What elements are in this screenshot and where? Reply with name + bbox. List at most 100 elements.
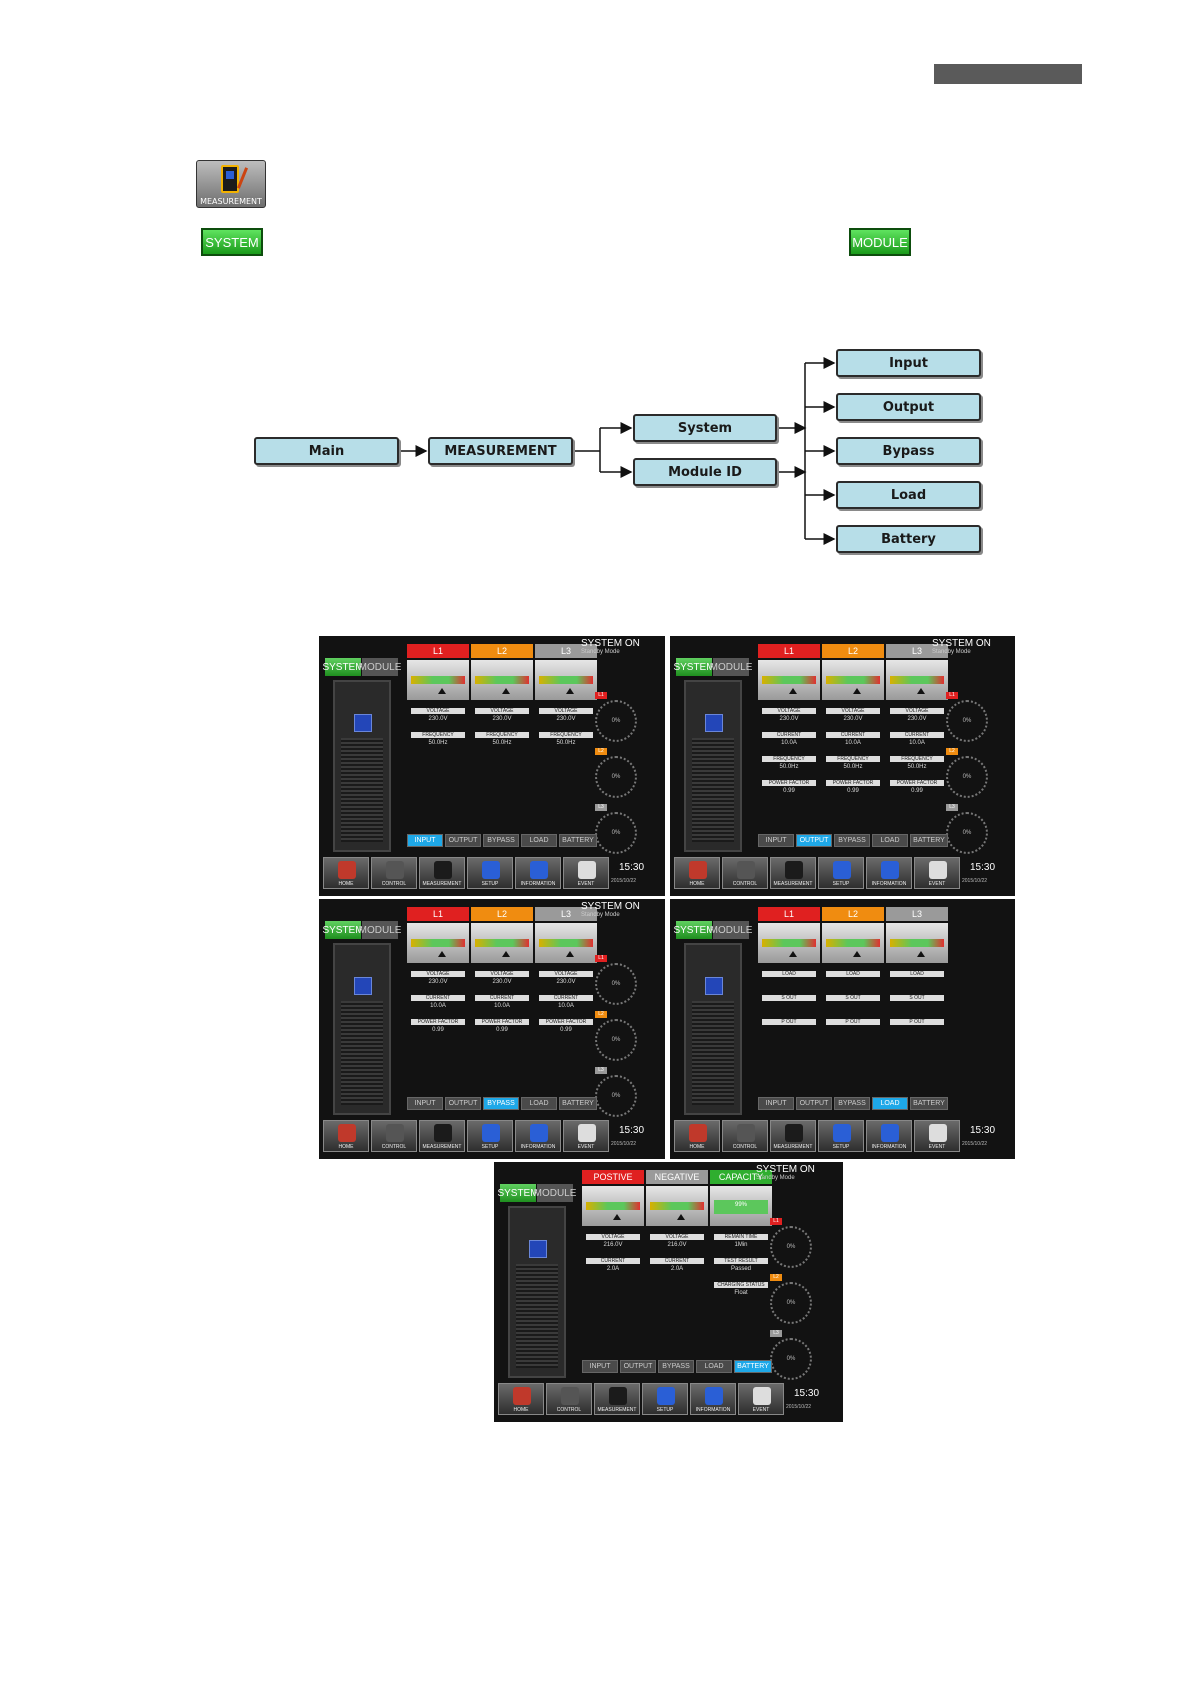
field-label: P OUT (826, 1019, 880, 1025)
field-label: CHARGING STATUS (714, 1282, 768, 1288)
tab-input[interactable]: INPUT (407, 834, 443, 847)
seg-module[interactable]: MODULE (710, 921, 752, 939)
nav-information-button[interactable]: INFORMATION (866, 857, 912, 889)
meter-needle (566, 688, 574, 694)
event-icon (578, 1124, 596, 1142)
ups-cabinet-image (333, 943, 391, 1115)
tab-bypass[interactable]: BYPASS (658, 1360, 694, 1373)
home-icon (689, 861, 707, 879)
nav-home-button[interactable]: HOME (674, 1120, 720, 1152)
nav-home-button[interactable]: HOME (323, 857, 369, 889)
nav-control-button[interactable]: CONTROL (722, 857, 768, 889)
tab-output[interactable]: OUTPUT (620, 1360, 656, 1373)
nav-measurement-button[interactable]: MEASUREMENT (594, 1383, 640, 1415)
measurement-icon (609, 1387, 627, 1405)
nav-information-button[interactable]: INFORMATION (690, 1383, 736, 1415)
tab-input[interactable]: INPUT (582, 1360, 618, 1373)
nav-home-button[interactable]: HOME (323, 1120, 369, 1152)
tab-output[interactable]: OUTPUT (445, 834, 481, 847)
phase-indicator-l3: L3 (946, 804, 958, 811)
nav-information-button[interactable]: INFORMATION (866, 1120, 912, 1152)
nav-event-button[interactable]: EVENT (563, 857, 609, 889)
field-label: CURRENT (826, 732, 880, 738)
nav-label: HOME (689, 1144, 705, 1150)
nav-control-button[interactable]: CONTROL (371, 1120, 417, 1152)
tab-load[interactable]: LOAD (872, 834, 908, 847)
nav-information-button[interactable]: INFORMATION (515, 1120, 561, 1152)
tab-output[interactable]: OUTPUT (445, 1097, 481, 1110)
ups-cabinet-image (508, 1206, 566, 1378)
seg-module[interactable]: MODULE (534, 1184, 576, 1202)
seg-module[interactable]: MODULE (359, 658, 401, 676)
nav-setup-button[interactable]: SETUP (467, 1120, 513, 1152)
seg-system[interactable]: SYSTEM (322, 921, 364, 939)
nav-control-button[interactable]: CONTROL (371, 857, 417, 889)
field-value (890, 1001, 944, 1011)
nav-control-button[interactable]: CONTROL (722, 1120, 768, 1152)
meter-needle (438, 951, 446, 957)
column-header: L2 (822, 907, 884, 921)
tab-output[interactable]: OUTPUT (796, 1097, 832, 1110)
tab-bypass[interactable]: BYPASS (834, 834, 870, 847)
field-value: 230.0V (907, 716, 927, 722)
seg-module[interactable]: MODULE (710, 658, 752, 676)
field-value (826, 1025, 880, 1035)
seg-system[interactable]: SYSTEM (322, 658, 364, 676)
nav-home-button[interactable]: HOME (674, 857, 720, 889)
nav-home-button[interactable]: HOME (498, 1383, 544, 1415)
nav-measurement-button[interactable]: MEASUREMENT (770, 1120, 816, 1152)
nav-measurement-button[interactable]: MEASUREMENT (419, 1120, 465, 1152)
nav-label: INFORMATION (520, 881, 556, 887)
nav-event-button[interactable]: EVENT (563, 1120, 609, 1152)
measurement-icon (785, 861, 803, 879)
column-header: L1 (758, 644, 820, 658)
tab-bypass[interactable]: BYPASS (483, 1097, 519, 1110)
meter-bar (475, 676, 529, 684)
seg-system[interactable]: SYSTEM (673, 921, 715, 939)
nav-setup-button[interactable]: SETUP (818, 857, 864, 889)
nav-control-button[interactable]: CONTROL (546, 1383, 592, 1415)
nav-setup-button[interactable]: SETUP (818, 1120, 864, 1152)
tab-load[interactable]: LOAD (521, 1097, 557, 1110)
nav-setup-button[interactable]: SETUP (642, 1383, 688, 1415)
field-label: FREQUENCY (762, 756, 816, 762)
nav-label: SETUP (832, 1144, 850, 1150)
tab-battery[interactable]: BATTERY (910, 1097, 948, 1110)
field-value: 230.0V (843, 716, 863, 722)
seg-module[interactable]: MODULE (359, 921, 401, 939)
tab-input[interactable]: INPUT (758, 1097, 794, 1110)
seg-system[interactable]: SYSTEM (673, 658, 715, 676)
tab-bypass[interactable]: BYPASS (834, 1097, 870, 1110)
tab-battery[interactable]: BATTERY (559, 834, 597, 847)
phase-indicator-l3: L3 (595, 804, 607, 811)
nav-event-button[interactable]: EVENT (914, 857, 960, 889)
nav-event-button[interactable]: EVENT (738, 1383, 784, 1415)
flow-load: Load (836, 481, 981, 509)
tab-battery[interactable]: BATTERY (559, 1097, 597, 1110)
tab-bypass[interactable]: BYPASS (483, 834, 519, 847)
nav-measurement-button[interactable]: MEASUREMENT (770, 857, 816, 889)
tab-load[interactable]: LOAD (521, 834, 557, 847)
tab-battery[interactable]: BATTERY (910, 834, 948, 847)
clock-date: 2015/10/22 (962, 1141, 988, 1147)
tab-input[interactable]: INPUT (407, 1097, 443, 1110)
field-label: POWER FACTOR (411, 1019, 465, 1025)
seg-system[interactable]: SYSTEM (497, 1184, 539, 1202)
tab-load[interactable]: LOAD (872, 1097, 908, 1110)
event-icon (578, 861, 596, 879)
nav-measurement-button[interactable]: MEASUREMENT (419, 857, 465, 889)
nav-event-button[interactable]: EVENT (914, 1120, 960, 1152)
tab-output[interactable]: OUTPUT (796, 834, 832, 847)
tab-load[interactable]: LOAD (696, 1360, 732, 1373)
nav-information-button[interactable]: INFORMATION (515, 857, 561, 889)
field-label: CURRENT (650, 1258, 704, 1264)
tab-input[interactable]: INPUT (758, 834, 794, 847)
nav-setup-button[interactable]: SETUP (467, 857, 513, 889)
tab-battery[interactable]: BATTERY (734, 1360, 772, 1373)
information-icon (530, 1124, 548, 1142)
